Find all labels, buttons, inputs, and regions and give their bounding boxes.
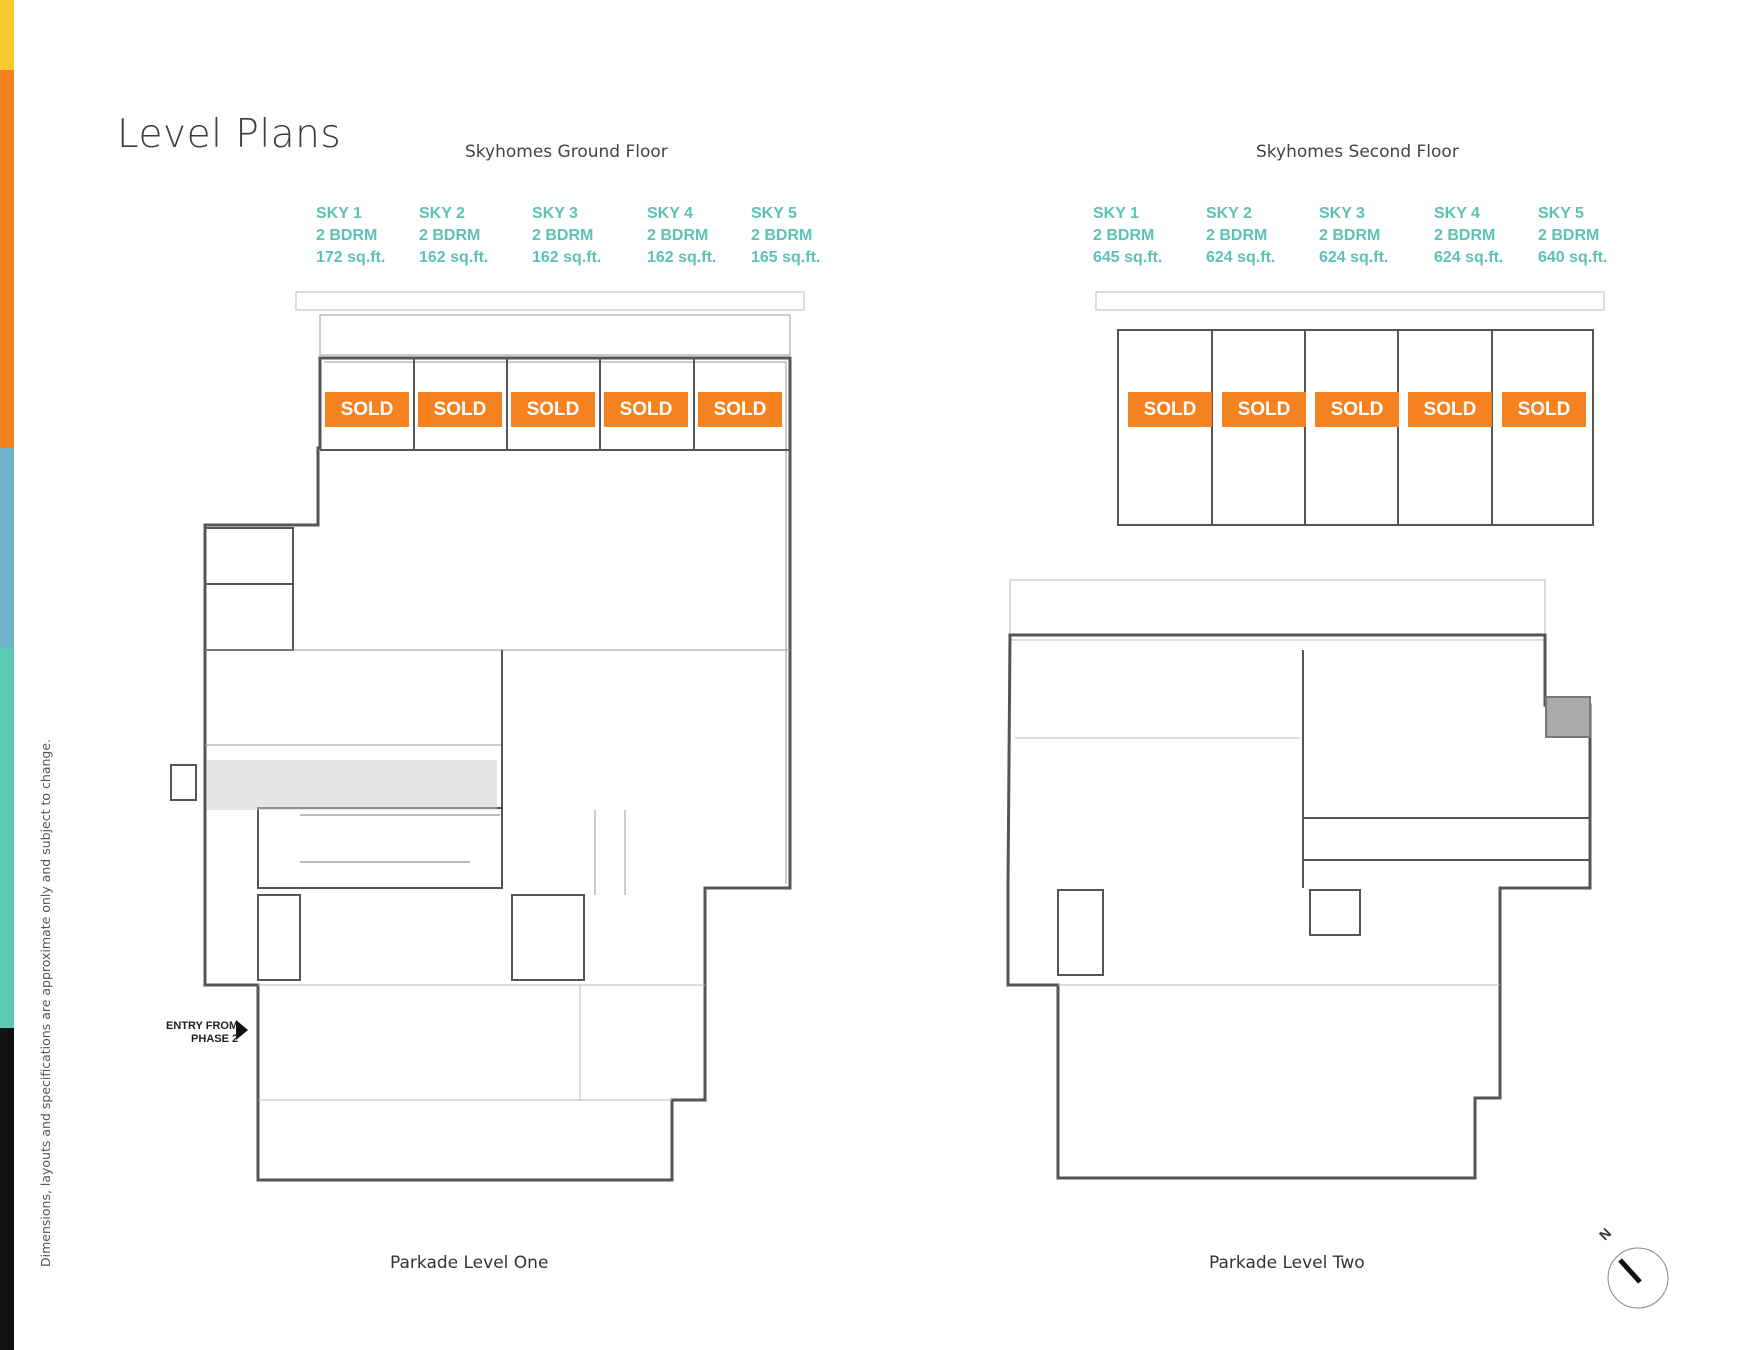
sold-badge-ground-sky1: SOLD	[325, 392, 409, 427]
unit-name: SKY 5	[1538, 205, 1584, 222]
sold-badge-second-sky1: SOLD	[1128, 392, 1212, 427]
unit-beds: 2 BDRM	[316, 227, 378, 244]
ground-unit-sky5: SKY 5 2 BDRM 165 sq.ft.	[751, 203, 820, 269]
second-unit-sky4: SKY 4 2 BDRM 624 sq.ft.	[1434, 203, 1503, 269]
ground-unit-sky1: SKY 1 2 BDRM 172 sq.ft.	[316, 203, 385, 269]
sold-badge-second-sky5: SOLD	[1502, 392, 1586, 427]
unit-area: 624 sq.ft.	[1206, 249, 1276, 266]
parkade-level-one-plan	[170, 291, 805, 1182]
unit-name: SKY 4	[1434, 205, 1480, 222]
ground-unit-sky4: SKY 4 2 BDRM 162 sq.ft.	[647, 203, 716, 269]
stripe-yellow	[0, 0, 14, 70]
second-unit-sky3: SKY 3 2 BDRM 624 sq.ft.	[1319, 203, 1388, 269]
unit-beds: 2 BDRM	[532, 227, 594, 244]
entry-label: ENTRY FROM PHASE 2	[166, 1020, 238, 1046]
second-unit-sky2: SKY 2 2 BDRM 624 sq.ft.	[1206, 203, 1275, 269]
ground-unit-sky3: SKY 3 2 BDRM 162 sq.ft.	[532, 203, 601, 269]
second-floor-caption: Parkade Level Two	[1209, 1253, 1365, 1273]
stripe-black	[0, 1028, 14, 1350]
unit-beds: 2 BDRM	[1538, 227, 1600, 244]
unit-beds: 2 BDRM	[1434, 227, 1496, 244]
unit-name: SKY 2	[1206, 205, 1252, 222]
sold-badge-second-sky3: SOLD	[1315, 392, 1399, 427]
unit-area: 162 sq.ft.	[647, 249, 717, 266]
unit-name: SKY 3	[1319, 205, 1365, 222]
ground-unit-sky2: SKY 2 2 BDRM 162 sq.ft.	[419, 203, 488, 269]
unit-beds: 2 BDRM	[419, 227, 481, 244]
unit-name: SKY 3	[532, 205, 578, 222]
stripe-blue	[0, 448, 14, 648]
page-title: Level Plans	[117, 112, 342, 157]
sold-badge-ground-sky4: SOLD	[604, 392, 688, 427]
stripe-teal	[0, 648, 14, 1028]
unit-name: SKY 2	[419, 205, 465, 222]
unit-area: 640 sq.ft.	[1538, 249, 1608, 266]
sold-badge-second-sky4: SOLD	[1408, 392, 1492, 427]
unit-area: 172 sq.ft.	[316, 249, 386, 266]
unit-area: 624 sq.ft.	[1319, 249, 1389, 266]
ground-floor-caption: Parkade Level One	[390, 1253, 549, 1273]
unit-name: SKY 5	[751, 205, 797, 222]
unit-area: 162 sq.ft.	[419, 249, 489, 266]
stripe-orange	[0, 70, 14, 448]
disclaimer-text: Dimensions, layouts and specifications a…	[38, 739, 53, 1267]
sold-badge-ground-sky2: SOLD	[418, 392, 502, 427]
sold-badge-ground-sky3: SOLD	[511, 392, 595, 427]
sold-badge-second-sky2: SOLD	[1222, 392, 1306, 427]
unit-beds: 2 BDRM	[647, 227, 709, 244]
ground-floor-title: Skyhomes Ground Floor	[465, 142, 668, 162]
unit-beds: 2 BDRM	[1206, 227, 1268, 244]
second-floor-title: Skyhomes Second Floor	[1256, 142, 1459, 162]
entry-label-line1: ENTRY FROM	[166, 1020, 239, 1032]
unit-name: SKY 1	[316, 205, 362, 222]
second-unit-sky5: SKY 5 2 BDRM 640 sq.ft.	[1538, 203, 1607, 269]
unit-name: SKY 4	[647, 205, 693, 222]
unit-beds: 2 BDRM	[1319, 227, 1381, 244]
unit-area: 645 sq.ft.	[1093, 249, 1163, 266]
unit-name: SKY 1	[1093, 205, 1139, 222]
unit-beds: 2 BDRM	[1093, 227, 1155, 244]
unit-beds: 2 BDRM	[751, 227, 813, 244]
unit-area: 624 sq.ft.	[1434, 249, 1504, 266]
north-compass-icon	[1607, 1247, 1669, 1309]
second-unit-sky1: SKY 1 2 BDRM 645 sq.ft.	[1093, 203, 1162, 269]
unit-area: 162 sq.ft.	[532, 249, 602, 266]
sold-badge-ground-sky5: SOLD	[698, 392, 782, 427]
parkade-level-two-plan	[1006, 291, 1605, 1180]
unit-area: 165 sq.ft.	[751, 249, 821, 266]
entry-label-line2: PHASE 2	[191, 1033, 239, 1045]
